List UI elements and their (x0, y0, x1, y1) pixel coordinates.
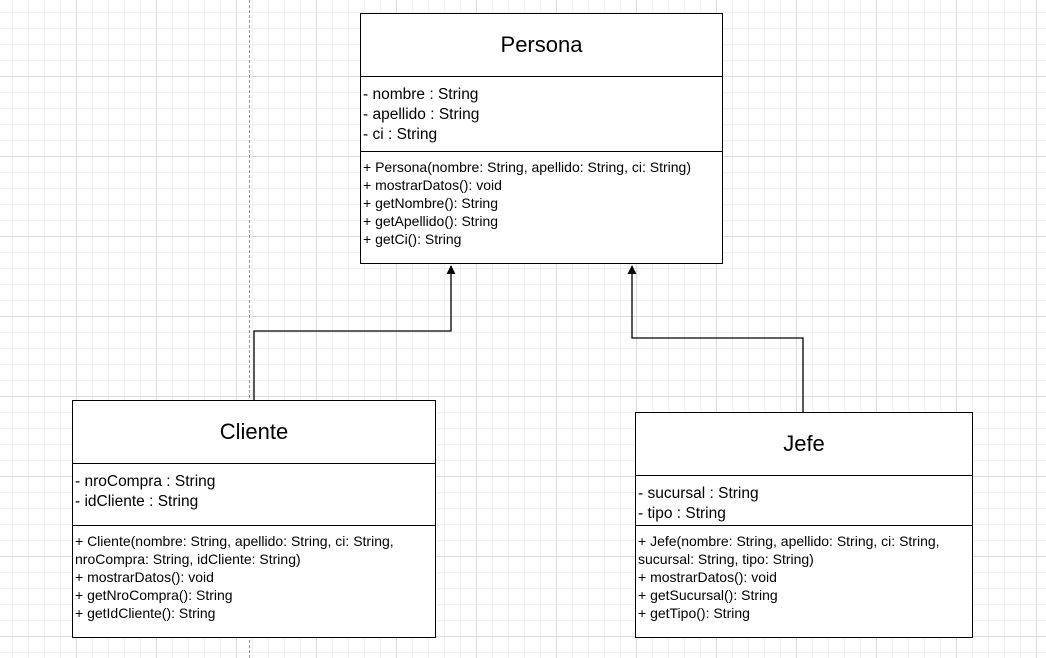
methods-persona: + Persona(nombre: String, apellido: Stri… (361, 152, 722, 248)
method: + mostrarDatos(): void (75, 569, 214, 585)
attribute: - idCliente : String (75, 493, 199, 510)
method: + mostrarDatos(): void (363, 177, 502, 193)
class-box-cliente[interactable]: Cliente - nroCompra : String - idCliente… (72, 400, 436, 638)
methods-cliente: + Cliente(nombre: String, apellido: Stri… (73, 526, 435, 622)
method: + mostrarDatos(): void (638, 569, 777, 585)
attribute: - nombre : String (363, 86, 479, 103)
attributes-persona: - nombre : String - apellido : String - … (361, 77, 722, 152)
class-name-jefe: Jefe (636, 413, 972, 476)
method: + getNombre(): String (363, 195, 498, 211)
cliente-to-persona-edge[interactable] (253, 265, 456, 400)
method: + getSucursal(): String (638, 587, 778, 603)
attribute: - nroCompra : String (75, 473, 216, 490)
methods-jefe: + Jefe(nombre: String, apellido: String,… (636, 526, 972, 622)
method: + Cliente(nombre: String, apellido: Stri… (75, 533, 394, 549)
method: + getApellido(): String (363, 213, 499, 229)
class-box-persona[interactable]: Persona - nombre : String - apellido : S… (360, 13, 723, 264)
attribute: - sucursal : String (638, 485, 759, 502)
method: + getIdCliente(): String (75, 605, 216, 621)
method: + Persona(nombre: String, apellido: Stri… (363, 159, 691, 175)
attributes-cliente: - nroCompra : String - idCliente : Strin… (73, 464, 435, 526)
attributes-jefe: - sucursal : String - tipo : String (636, 476, 972, 526)
attribute: - apellido : String (363, 106, 480, 123)
attribute: - ci : String (363, 126, 438, 143)
attribute: - tipo : String (638, 505, 726, 522)
method: + Jefe(nombre: String, apellido: String,… (638, 533, 940, 549)
selection-guide-line (249, 0, 250, 658)
method: + getTipo(): String (638, 605, 750, 621)
class-box-jefe[interactable]: Jefe - sucursal : String - tipo : String… (635, 412, 973, 638)
class-name-cliente: Cliente (73, 401, 435, 464)
class-name-persona: Persona (361, 14, 722, 77)
jefe-to-persona-edge[interactable] (627, 265, 804, 412)
method: nroCompra: String, idCliente: String) (75, 551, 301, 567)
method: + getNroCompra(): String (75, 587, 233, 603)
method: + getCi(): String (363, 231, 462, 247)
method: sucursal: String, tipo: String) (638, 551, 814, 567)
